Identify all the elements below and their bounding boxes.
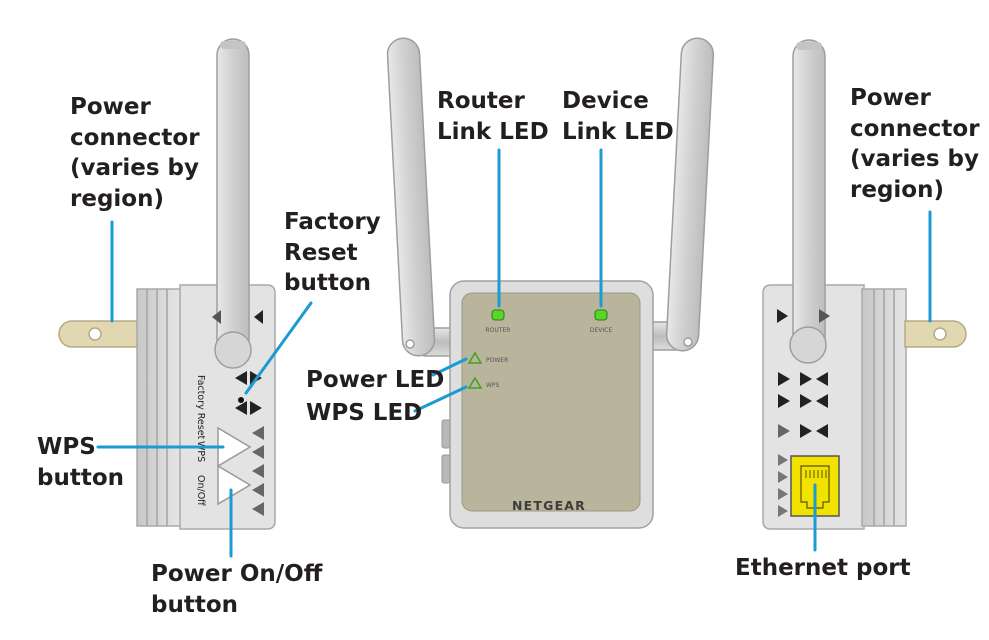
label-line: button — [151, 591, 239, 618]
label-line: connector — [850, 115, 980, 142]
wps-led-marking: WPS — [486, 382, 500, 389]
label-line: WPS — [37, 434, 96, 460]
router-led — [491, 309, 505, 321]
label-line: Power — [850, 85, 931, 111]
power-onoff-button-label: Power On/Off button — [151, 559, 322, 620]
label-line: Link LED — [437, 118, 549, 145]
wps-button-label: WPS button — [37, 432, 124, 493]
left-side-view: Factory Reset WPS On/Off — [58, 38, 276, 530]
netgear-brand: NETGEAR — [512, 498, 586, 513]
power-led-label: Power LED — [306, 367, 445, 393]
router-led-marking: ROUTER — [486, 327, 511, 334]
right-side-view — [762, 39, 967, 530]
right-power-connector-label: Power connector (varies by region) — [850, 83, 980, 205]
wps-led — [467, 376, 483, 389]
callout-line-factory-reset — [244, 301, 313, 395]
label-line: Device — [562, 88, 649, 114]
factory-reset-button-label: Factory Reset button — [284, 207, 381, 299]
wps-led-label: WPS LED — [306, 400, 423, 426]
label-line: Factory — [284, 209, 381, 235]
label-line: button — [37, 464, 125, 491]
label-line: Power — [70, 94, 151, 120]
callout-lines — [96, 148, 932, 558]
router-link-led-label: Router Link LED — [437, 86, 549, 147]
front-view: ROUTER DEVICE POWER WPS NETGEAR — [386, 37, 715, 529]
device-led-marking: DEVICE — [590, 327, 612, 334]
label-line: (varies by — [70, 155, 200, 181]
left-ribbed-back — [136, 288, 182, 527]
label-line: Reset — [284, 239, 358, 266]
factory-reset-hole[interactable] — [238, 397, 244, 403]
device-led — [594, 309, 608, 321]
left-power-connector-label: Power connector (varies by region) — [70, 92, 200, 214]
side-wps-label: WPS — [195, 441, 206, 462]
label-line: region) — [70, 185, 164, 212]
label-line: Router — [437, 88, 525, 114]
side-factory-reset-label: Factory Reset — [195, 375, 206, 440]
callout-line-power-led — [431, 357, 468, 377]
front-left-antenna — [386, 37, 436, 357]
power-led — [467, 351, 483, 364]
label-line: connector — [70, 124, 200, 151]
side-onoff-label: On/Off — [195, 475, 206, 506]
left-antenna — [216, 38, 250, 365]
power-led-marking: POWER — [486, 357, 508, 364]
label-line: Power On/Off — [151, 561, 323, 587]
label-line: Link LED — [562, 118, 674, 145]
device-link-led-label: Device Link LED — [562, 86, 674, 147]
power-onoff-side-button[interactable] — [217, 464, 252, 506]
label-line: (varies by — [850, 146, 980, 172]
label-line: button — [284, 270, 372, 296]
front-panel — [461, 292, 641, 512]
label-line: region) — [850, 176, 944, 203]
front-right-antenna — [665, 37, 715, 352]
ethernet-port-label: Ethernet port — [735, 555, 911, 581]
callout-line-wps-led — [413, 385, 468, 413]
